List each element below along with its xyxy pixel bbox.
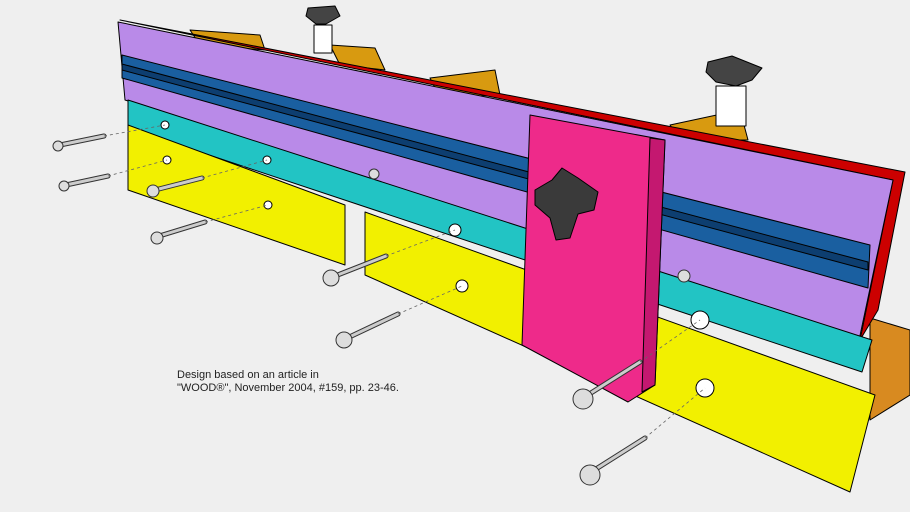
stop-block-side (641, 137, 666, 393)
caption: Design based on an article in "WOOD®", N… (177, 369, 399, 395)
screw-head (579, 464, 601, 486)
alignment-line (201, 159, 268, 179)
base-board (869, 317, 910, 421)
knob-icon (305, 5, 341, 25)
knob-icon (705, 55, 763, 87)
caption-line-2: "WOOD®", November 2004, #159, pp. 23-46. (177, 382, 399, 394)
alignment-line (639, 319, 701, 363)
star-knob-icon (534, 167, 599, 241)
alignment-line (204, 204, 269, 223)
screw-head (150, 231, 164, 245)
alignment-line (103, 124, 166, 137)
screw-shank (58, 134, 106, 147)
caption-line-1: Design based on an article in (177, 369, 319, 381)
screw-head (335, 331, 353, 349)
knob-post (715, 85, 747, 127)
knob-post (313, 24, 333, 54)
screw-shank (328, 254, 388, 280)
alignment-line (644, 387, 706, 439)
screw-head (368, 168, 380, 180)
hole (455, 279, 469, 293)
screw-head (52, 140, 64, 152)
hole (263, 200, 273, 210)
sacrificial-face-left (127, 124, 346, 266)
screw-head (572, 388, 594, 410)
alignment-line (385, 229, 456, 257)
screw-shank (64, 174, 110, 187)
screw-shank (581, 360, 642, 400)
screw-head (146, 184, 160, 198)
screw-head (58, 180, 70, 192)
screw-head (677, 269, 691, 283)
screw-shank (341, 312, 400, 342)
screw-head (322, 269, 340, 287)
screw-shank (154, 220, 207, 239)
screw-shank (153, 176, 204, 192)
alignment-line (107, 159, 168, 177)
